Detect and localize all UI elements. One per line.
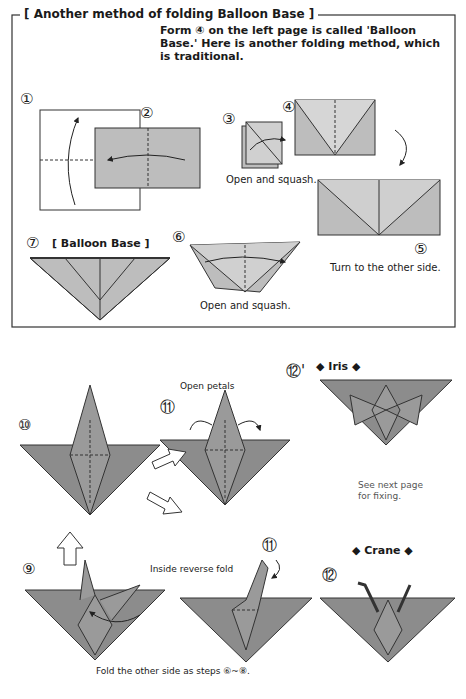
step-number: ⑤	[414, 240, 427, 258]
result-caption: ◆ Iris ◆	[316, 360, 360, 373]
step-number: ⑫	[322, 566, 337, 584]
step-number: ⑦	[26, 234, 39, 252]
step-number: ⑩	[18, 416, 31, 434]
section-title: [ Another method of folding Balloon Base…	[20, 7, 318, 21]
result-caption: [ Balloon Base ]	[52, 237, 150, 250]
instruction-text: Open and squash.	[226, 174, 317, 186]
step-number: ⑨	[22, 560, 35, 578]
instruction-text: Open petals	[180, 381, 234, 392]
step-number: ⑫'	[286, 362, 305, 380]
note-text: See next page for fixing.	[358, 480, 438, 502]
instruction-text: Turn to the other side.	[330, 262, 441, 274]
instruction-text: Inside reverse fold	[150, 564, 233, 575]
step-number: ③	[222, 110, 235, 128]
instruction-text: Fold the other side as steps ⑥~⑧.	[96, 666, 256, 677]
instruction-text: Open and squash.	[200, 300, 291, 312]
result-caption: ◆ Crane ◆	[352, 544, 413, 557]
step-number: ⑪	[160, 398, 175, 416]
step-number: ⑪	[262, 536, 277, 554]
note-text: Form ④ on the left page is called 'Ballo…	[160, 24, 445, 64]
step-number: ⑥	[172, 228, 185, 246]
step-number: ②	[140, 104, 153, 122]
step-number: ④	[282, 98, 295, 116]
step-number: ①	[20, 90, 33, 108]
